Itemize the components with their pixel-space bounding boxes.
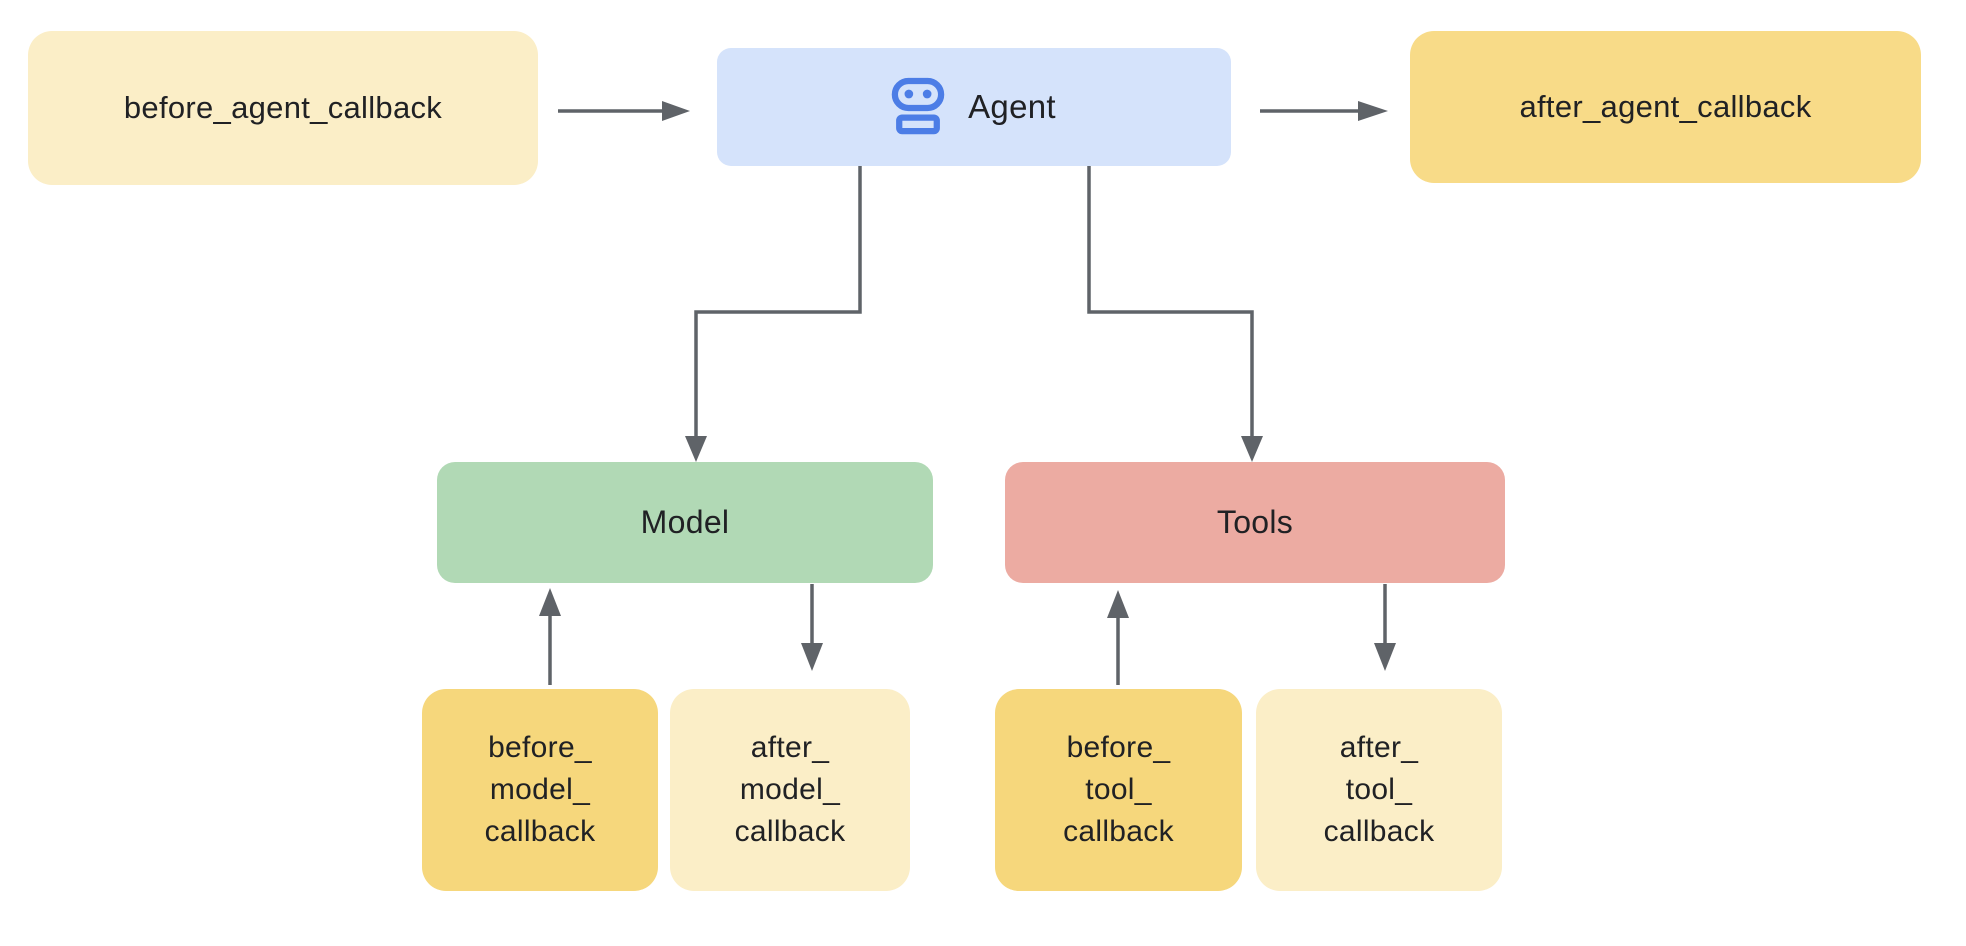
node-before-agent-callback: before_agent_callback: [28, 31, 538, 185]
edge-agent-to-tools: [1087, 166, 1263, 462]
node-label: before_agent_callback: [123, 90, 443, 126]
edge-before-agent-to-agent: [558, 101, 690, 121]
node-label: before_ model_ callback: [484, 731, 596, 848]
node-label: after_agent_callback: [1519, 89, 1812, 125]
node-label: before_ tool_ callback: [1063, 731, 1174, 848]
robot-icon: [891, 77, 945, 135]
node-after-tool-callback: after_ tool_ callback: [1256, 689, 1502, 891]
node-before-model-callback: before_ model_ callback: [422, 689, 658, 891]
node-model: Model: [437, 462, 933, 583]
node-label: Model: [640, 504, 730, 541]
edge-model-to-after-model: [801, 584, 823, 671]
node-label: after_ model_ callback: [734, 731, 846, 848]
node-label: Agent: [968, 87, 1056, 125]
edge-agent-to-after-agent: [1260, 101, 1388, 121]
node-tools: Tools: [1005, 462, 1505, 583]
node-after-model-callback: after_ model_ callback: [670, 689, 910, 891]
node-label: after_ tool_ callback: [1323, 731, 1435, 848]
edge-before-model-to-model: [539, 588, 561, 685]
node-after-agent-callback: after_agent_callback: [1410, 31, 1921, 183]
node-before-tool-callback: before_ tool_ callback: [995, 689, 1242, 891]
node-agent: Agent: [717, 48, 1231, 166]
edge-agent-to-model: [685, 166, 862, 462]
edge-tools-to-after-tool: [1374, 584, 1396, 671]
edge-before-tool-to-tools: [1107, 590, 1129, 685]
node-label: Tools: [1216, 504, 1294, 541]
